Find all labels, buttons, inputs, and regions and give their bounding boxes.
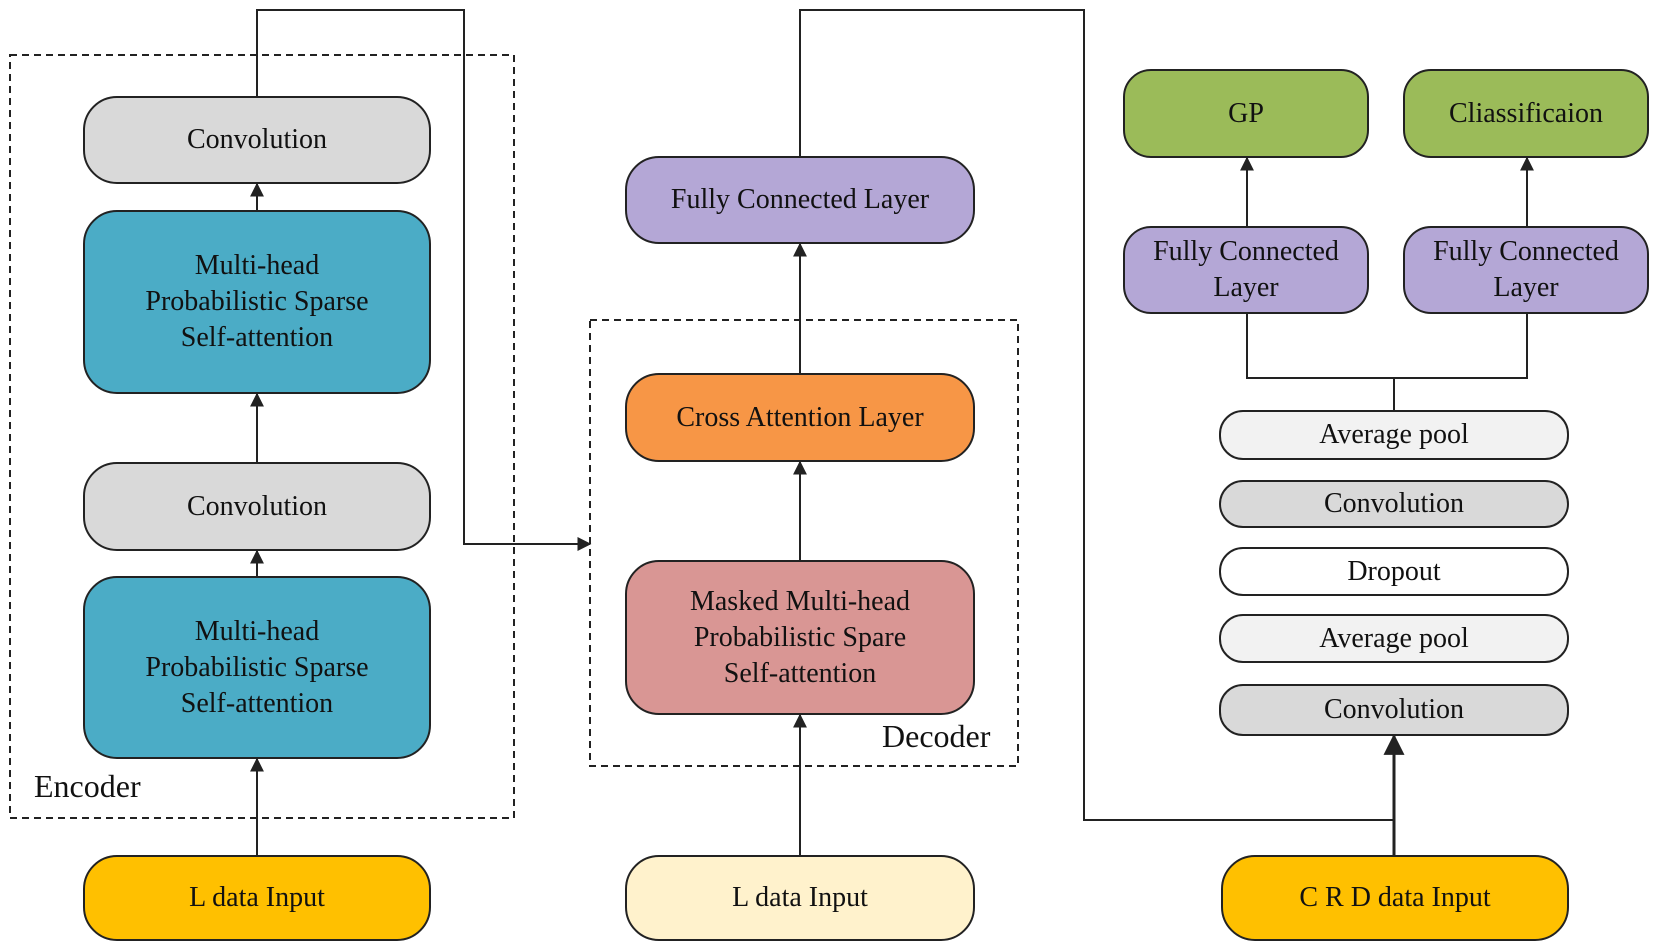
encoder-attention-bottom: Multi-head Probabilistic Sparse Self-att… [83,576,431,759]
decoder-label: Decoder [882,718,991,754]
fully-connected-left: Fully Connected Layer [1123,226,1369,314]
dropout-layer: Dropout [1219,547,1569,596]
convolution-crd-bottom: Convolution [1219,684,1569,736]
encoder-attention-top: Multi-head Probabilistic Sparse Self-att… [83,210,431,394]
decoder-fully-connected: Fully Connected Layer [625,156,975,244]
classification-output: Cliassificaion [1403,69,1649,158]
split-connector [1246,314,1395,410]
arrow-decoder-to-crd [799,9,1394,821]
decoder-input: L data Input [625,855,975,941]
crd-input: C R D data Input [1221,855,1569,941]
average-pool-top: Average pool [1219,410,1569,460]
arrow-encoder-to-decoder [256,9,592,551]
average-pool-bottom: Average pool [1219,614,1569,663]
gp-output: GP [1123,69,1369,158]
convolution-crd-top: Convolution [1219,480,1569,528]
encoder-convolution-top: Convolution [83,96,431,184]
encoder-convolution-bottom: Convolution [83,462,431,551]
split-connector-right [1394,314,1528,379]
encoder-input: L data Input [83,855,431,941]
fully-connected-right: Fully Connected Layer [1403,226,1649,314]
encoder-frame [9,54,515,819]
encoder-label: Encoder [34,768,141,804]
decoder-cross-attention: Cross Attention Layer [625,373,975,462]
decoder-masked-attention: Masked Multi-head Probabilistic Spare Se… [625,560,975,715]
